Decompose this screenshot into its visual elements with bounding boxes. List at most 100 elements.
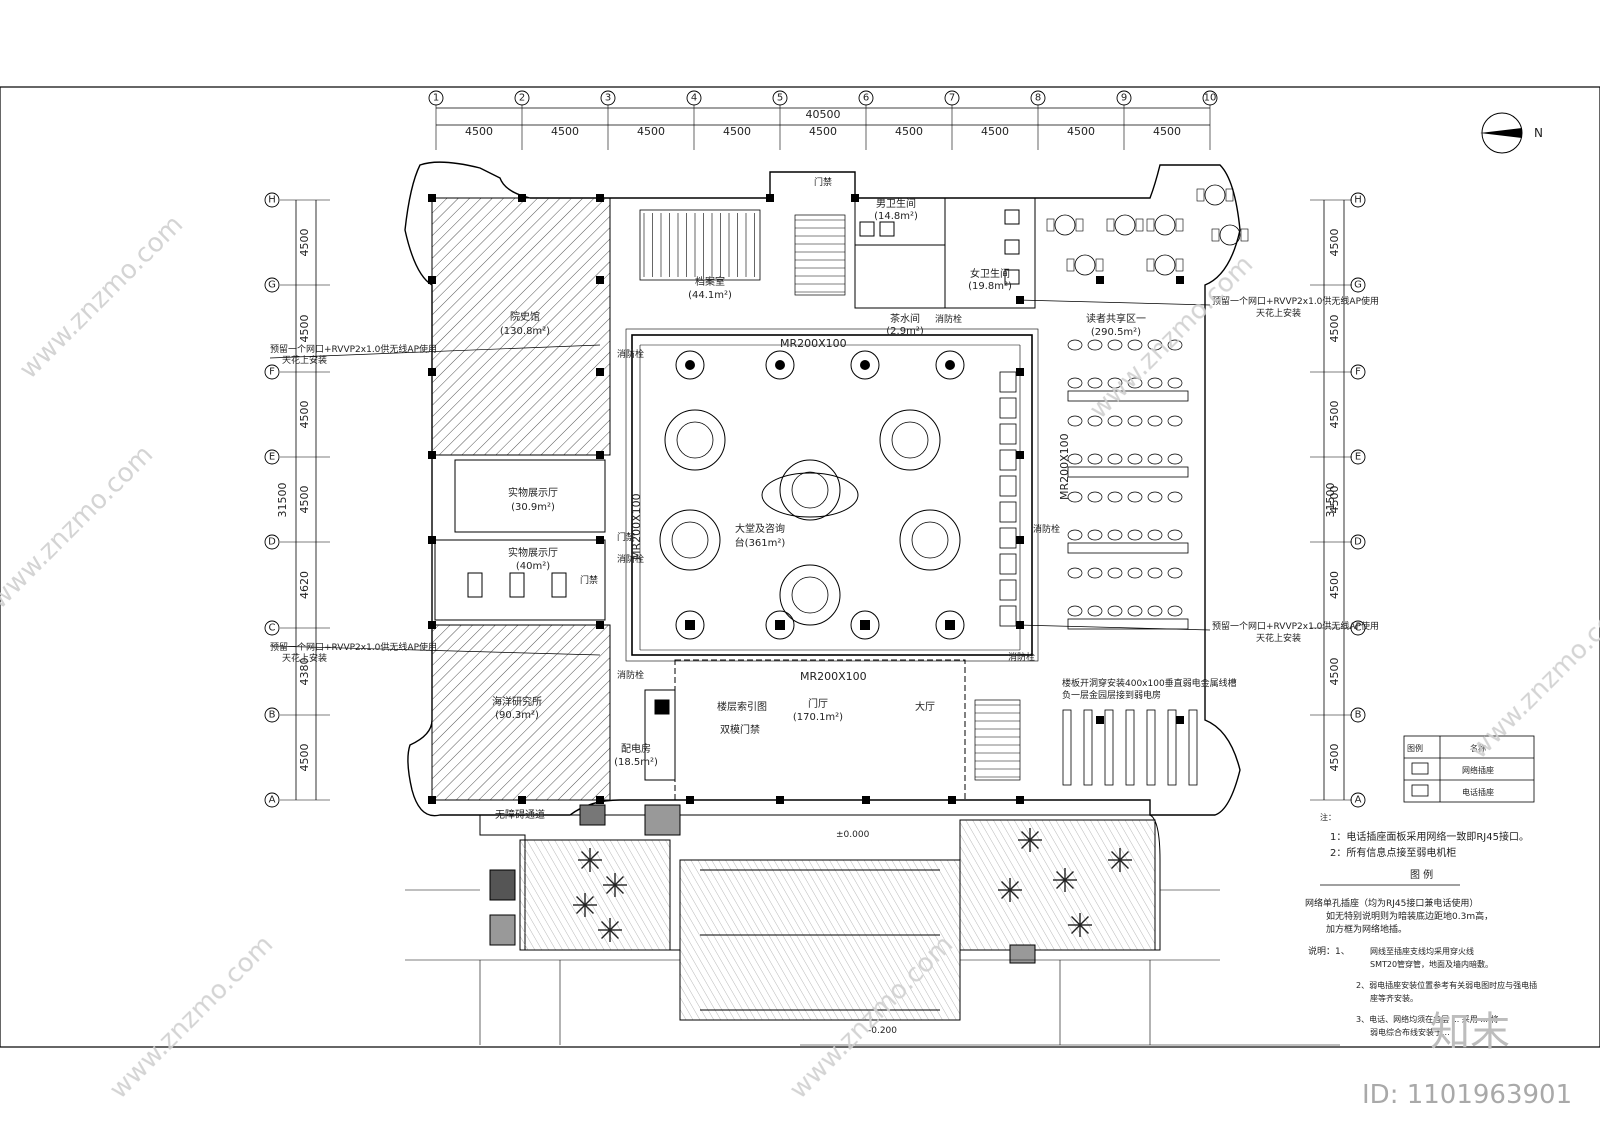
reader-seat — [1087, 529, 1103, 541]
round-table — [935, 350, 965, 380]
reader-seat — [1167, 605, 1183, 617]
column-square — [1096, 276, 1104, 284]
top-span-label: 4500 — [1067, 125, 1095, 138]
lounge-chair — [1046, 218, 1055, 232]
row-label: C — [1355, 623, 1362, 634]
legend-row-2: 电话插座 — [1462, 787, 1494, 797]
legend-symbol-desc-3: 加方框为网络地插。 — [1326, 923, 1407, 935]
cable-label-right: MR200X100 — [1058, 433, 1071, 500]
row-span-label: 4500 — [298, 315, 311, 343]
lounge-table — [1219, 224, 1241, 246]
round-table-center — [775, 620, 785, 630]
hydrant-label-1: 消防栓 — [617, 348, 644, 360]
row-label: H — [1354, 195, 1362, 206]
row-span-label: 4500 — [1328, 315, 1341, 343]
note-wifi-1: 预留一个网口+RVVP2x1.0供无线AP使用 — [270, 343, 437, 355]
plant-leaf — [601, 921, 611, 931]
column-label: 5 — [777, 93, 783, 104]
row-marker — [264, 792, 280, 808]
plant-leaf — [1029, 839, 1039, 849]
column-label: 4 — [691, 93, 697, 104]
column-label: 3 — [605, 93, 611, 104]
cabinet — [999, 501, 1017, 523]
column-square — [596, 451, 604, 459]
reader-desk — [1067, 618, 1189, 630]
column-square — [596, 276, 604, 284]
reader-seat — [1107, 377, 1123, 389]
ring-desk-inner — [891, 421, 929, 459]
room-ocean: 海洋研究所 — [492, 695, 542, 708]
plant-leaf — [1064, 871, 1074, 881]
left-total-dim: 31500 — [276, 483, 289, 518]
round-table-center — [860, 620, 870, 630]
ring-desk — [779, 564, 841, 626]
stairs-top — [794, 214, 846, 296]
plant-leaf — [601, 929, 611, 939]
round-table — [675, 350, 705, 380]
reader-seat — [1127, 605, 1143, 617]
top-span-label: 4500 — [637, 125, 665, 138]
note-wifi-4: 预留一个网口+RVVP2x1.0供无线AP使用 — [1212, 620, 1379, 632]
column-square — [518, 194, 526, 202]
room-barrier-free: 无障碍通道 — [495, 808, 545, 821]
cabinet — [999, 475, 1017, 497]
plant-leaf — [606, 884, 616, 894]
book-shelves — [1062, 709, 1198, 786]
plant-leaf — [609, 921, 619, 931]
round-table — [935, 610, 965, 640]
row-label: G — [1354, 280, 1362, 291]
row-label: D — [1354, 537, 1362, 548]
reader-seat — [1127, 415, 1143, 427]
plant-leaf — [1071, 924, 1081, 934]
row-label: E — [269, 452, 275, 463]
reader-seat — [1147, 339, 1163, 351]
right-total-dim: 31500 — [1324, 483, 1337, 518]
column-label: 2 — [519, 93, 525, 104]
row-label: B — [1355, 710, 1362, 721]
note-1: 1：电话插座面板采用网络一致即RJ45接口。 — [1330, 830, 1529, 843]
room-female-wc: 女卫生间 — [970, 267, 1010, 280]
ring-desk — [899, 509, 961, 571]
room-male-wc-area: (14.8m²) — [874, 211, 918, 222]
top-span-label: 4500 — [1153, 125, 1181, 138]
row-span-label: 4500 — [298, 486, 311, 514]
leader-lines — [269, 299, 1211, 656]
reader-seat — [1167, 453, 1183, 465]
svg-text:www.znzmo.com: www.znzmo.com — [104, 930, 279, 1105]
row-span-label: 4500 — [1328, 401, 1341, 429]
top-dimensions — [436, 107, 1210, 126]
reader-seat — [1107, 415, 1123, 427]
row-label: A — [1355, 795, 1362, 806]
explain-3: 3、电话、网络均须在各层 ... 采用 ... 将 — [1356, 1014, 1499, 1024]
column-square — [596, 194, 604, 202]
reader-seat — [1067, 491, 1083, 503]
lounge-chair — [1095, 258, 1104, 272]
exhibit-rooms — [434, 459, 606, 621]
wall-cabinets — [999, 371, 1017, 627]
plant-leaf — [1009, 889, 1019, 899]
reader-desk — [1067, 542, 1189, 554]
plant-leaf — [581, 851, 591, 861]
plaza-plants — [573, 828, 1132, 942]
shelf — [1146, 709, 1156, 786]
row-marker — [264, 620, 280, 636]
reader-seat — [1147, 529, 1163, 541]
reader-seat — [1167, 567, 1183, 579]
row-label: D — [268, 537, 276, 548]
reader-seat — [1127, 339, 1143, 351]
cabinet — [999, 605, 1017, 627]
column-label: 1 — [433, 93, 439, 104]
reader-seat — [1127, 377, 1143, 389]
hydrant-label-2: 消防栓 — [617, 553, 644, 565]
legend-table — [1403, 735, 1535, 803]
cable-label-top: MR200X100 — [780, 337, 847, 350]
lounge-chair — [1135, 218, 1144, 232]
ring-desk-inner — [671, 521, 709, 559]
hydrant-label-4: 消防栓 — [1033, 523, 1060, 535]
column-square — [428, 451, 436, 459]
plant-leaf — [1001, 889, 1011, 899]
